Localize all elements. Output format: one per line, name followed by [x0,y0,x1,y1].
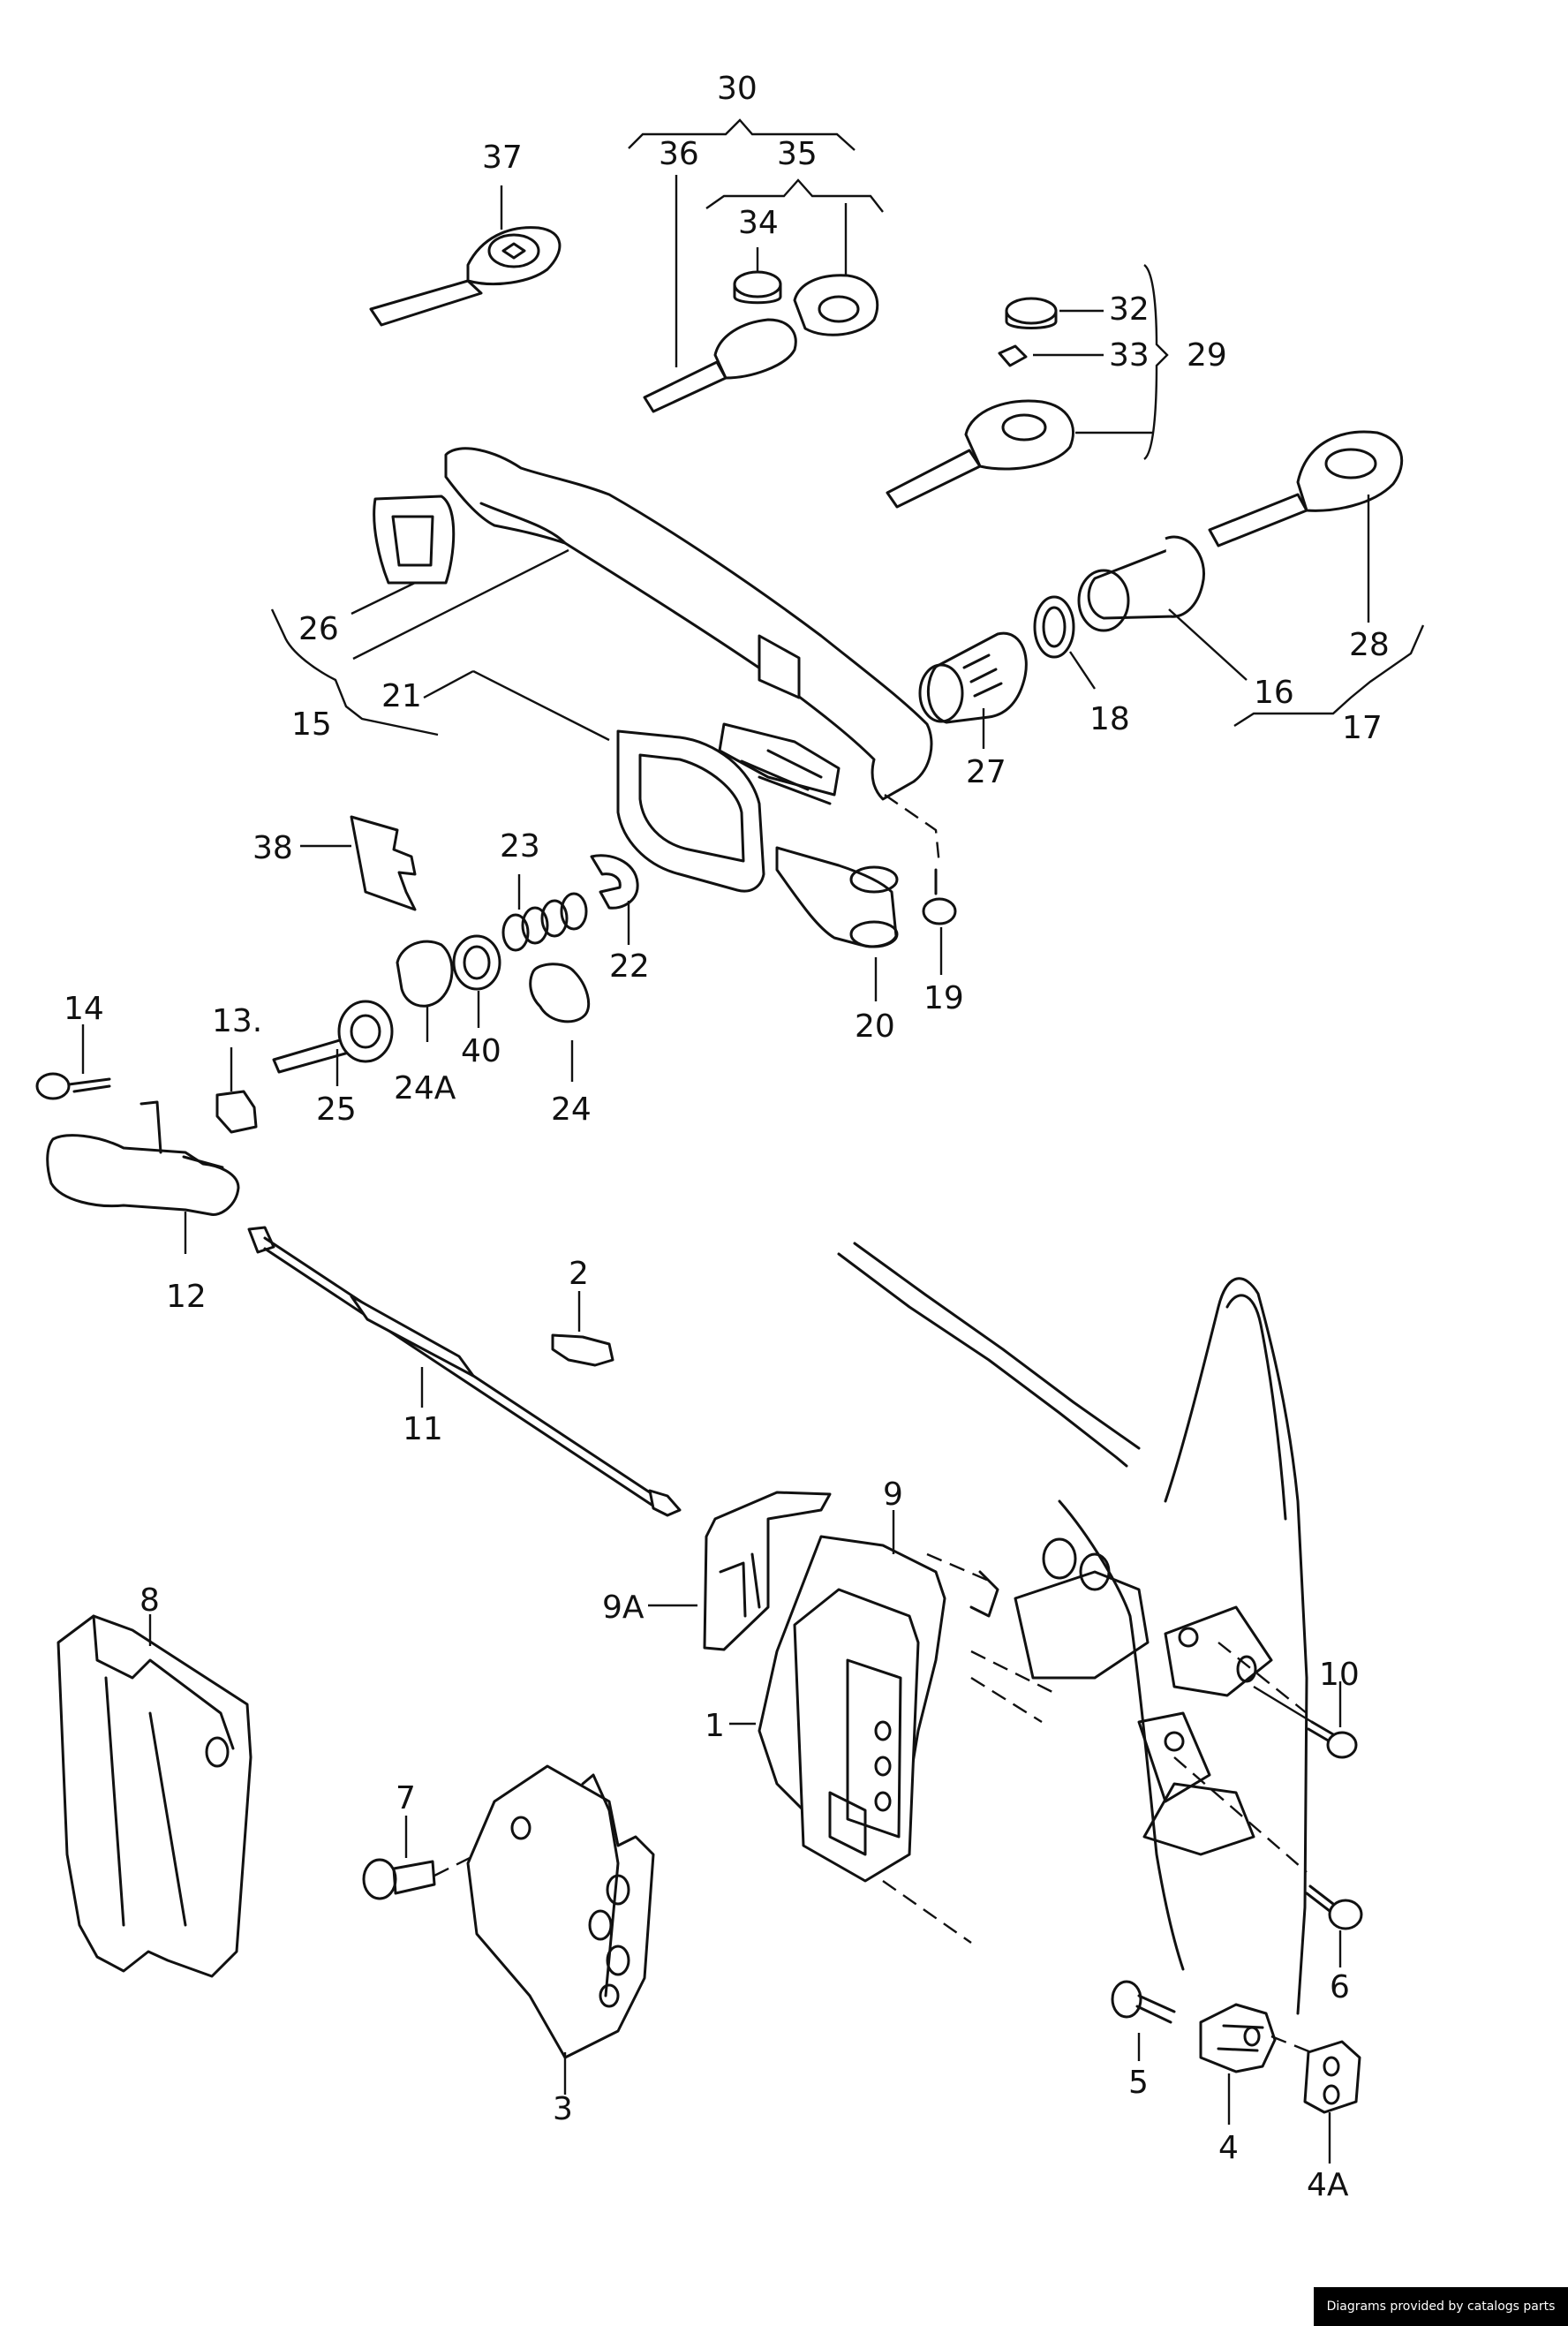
bracket-30 [628,118,856,151]
lock-plate-3 [466,1764,655,2095]
callout-13: 13. [212,1003,262,1039]
callout-28: 28 [1349,627,1390,663]
bracket-8 [57,1614,253,1978]
callout-30: 30 [717,71,758,107]
callout-14: 14 [64,991,104,1027]
screw-6 [1305,1884,1363,1967]
callout-1: 1 [705,1708,725,1744]
callout-36: 36 [659,136,699,172]
callout-24: 24 [551,1091,592,1128]
callout-15: 15 [291,706,332,743]
screw-14 [35,1024,111,1100]
callout-27: 27 [966,754,1006,790]
lock-pin-25 [272,1000,394,1086]
clip-38 [300,815,417,911]
callout-20: 20 [855,1008,895,1045]
callout-9A: 9A [602,1590,645,1626]
callout-12: 12 [166,1279,207,1315]
callout-40: 40 [461,1033,501,1069]
clip-2 [551,1291,614,1367]
callout-23: 23 [500,828,540,865]
gasket-21 [423,669,765,893]
screw-7 [362,1816,513,1900]
callout-24A: 24A [394,1070,456,1106]
callout-18: 18 [1089,701,1130,737]
part-labels: 30 36 35 37 34 32 33 29 26 15 21 28 16 1… [64,71,1390,2203]
key-head-35 [793,203,879,336]
door-lock-1 [729,1535,1043,1944]
spring-24 [529,963,591,1082]
sleeve-27 [918,631,1028,749]
inner-door-handle-12 [46,1100,240,1254]
callout-8: 8 [139,1582,160,1619]
key-36 [643,175,797,413]
spring-23 [501,874,588,952]
callout-17: 17 [1342,710,1383,746]
seal-26 [351,495,456,615]
striker-4 [1199,2003,1316,2125]
callout-9: 9 [883,1476,903,1513]
bracket-35 [705,178,884,213]
callout-10: 10 [1319,1657,1360,1693]
bracket-17 [1233,624,1425,728]
callout-32: 32 [1109,291,1150,328]
callout-11: 11 [403,1411,443,1447]
ring-24A [396,940,454,1042]
ring-18 [1033,595,1096,690]
callout-34: 34 [738,205,779,241]
bracket-20 [775,846,899,1001]
screw-19 [884,794,957,975]
callout-38: 38 [253,830,293,866]
door-frame [837,1242,1308,2015]
key-29 [886,264,1169,509]
callout-5: 5 [1128,2065,1149,2101]
outer-door-handle-15 [352,447,933,805]
callout-4A: 4A [1307,2167,1349,2203]
plate-4A [1303,2040,1361,2164]
diagram-credit-badge: Diagrams provided by catalogs parts [1314,2287,1568,2326]
callout-16: 16 [1254,675,1294,711]
key-28 [1208,430,1404,623]
callout-25: 25 [316,1091,357,1128]
callout-2: 2 [569,1256,589,1292]
key-37 [369,185,562,327]
callout-21: 21 [381,678,422,714]
callout-6: 6 [1330,1969,1350,2005]
callout-33: 33 [1109,337,1150,374]
screw-10 [1253,1681,1358,1759]
bracket-9A [648,1491,832,1651]
bracket-15 [270,608,439,736]
clip-22 [590,854,639,945]
screw-5 [1111,1980,1176,2061]
ring-40 [452,934,501,1028]
callout-29: 29 [1187,337,1227,374]
clip-13 [215,1047,258,1134]
callout-37: 37 [482,140,523,176]
callout-19: 19 [923,980,964,1016]
lock-cylinder-16 [1077,535,1248,681]
callout-7: 7 [396,1780,416,1816]
callout-26: 26 [298,611,339,647]
callout-22: 22 [609,948,650,985]
callout-4: 4 [1218,2130,1239,2166]
cable-11 [247,1226,682,1517]
callout-35: 35 [777,136,818,172]
key-cap-34 [733,247,782,305]
callout-3: 3 [553,2091,573,2127]
